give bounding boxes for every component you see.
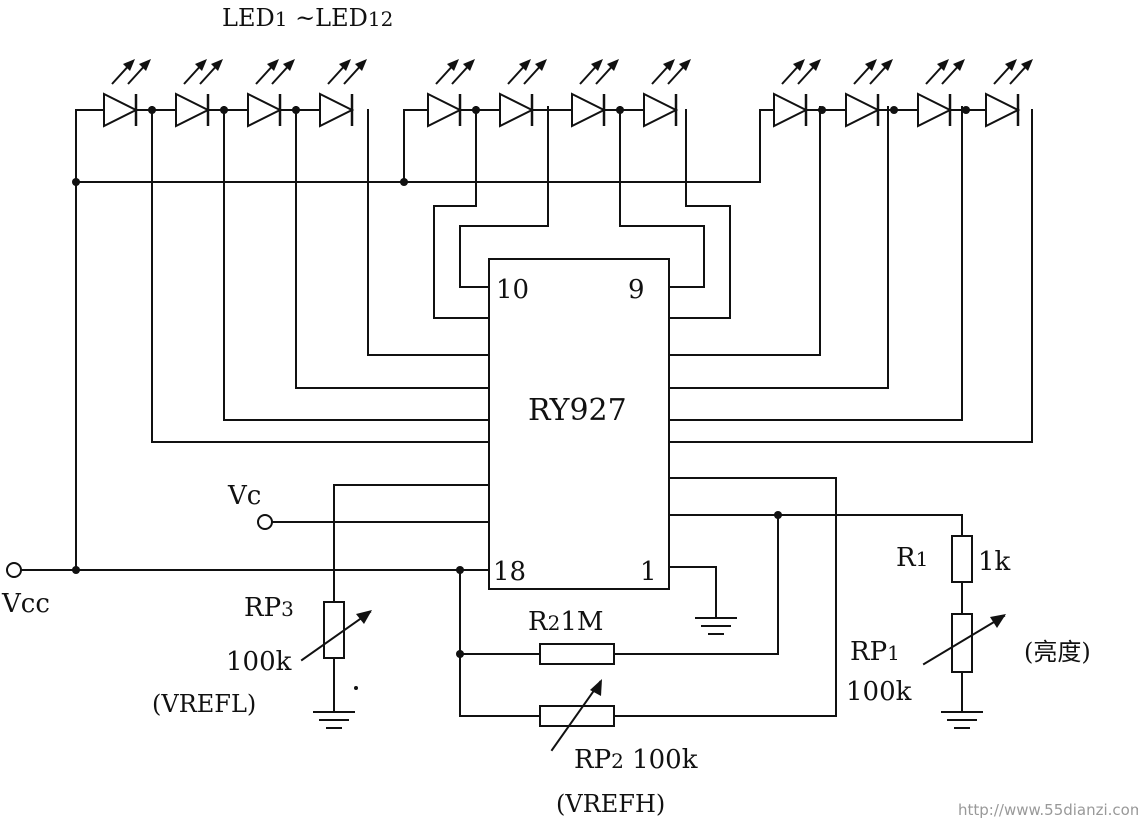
resistor-r1 xyxy=(951,535,973,583)
led-range-label: LED1 ~LED12 xyxy=(222,4,393,32)
led-diode xyxy=(643,59,691,128)
r1-value: 1k xyxy=(978,547,1011,577)
rp1-adjust-arrow xyxy=(922,614,1006,666)
led-row xyxy=(103,59,1033,128)
led-row-wires xyxy=(75,109,775,571)
resistor-r2 xyxy=(539,643,615,665)
rp2-adjust-arrow xyxy=(550,680,602,752)
vc-terminal xyxy=(257,514,273,530)
led-diode xyxy=(175,59,223,128)
power-wires xyxy=(21,477,963,717)
vc-label: Vc xyxy=(227,481,261,511)
ic-pin-10: 10 xyxy=(496,275,529,305)
junctions xyxy=(72,178,782,690)
vcc-label: Vcc xyxy=(1,589,50,619)
vcc-terminal xyxy=(6,562,22,578)
ic-pin-1: 1 xyxy=(640,557,657,587)
rp1-arrowhead xyxy=(990,614,1006,628)
rp2-label: RP2 100k xyxy=(574,745,698,775)
rp3-func: (VREFL) xyxy=(152,690,256,718)
rp1-func: (亮度) xyxy=(1024,638,1091,666)
rp2-func: (VREFH) xyxy=(556,790,665,818)
led-node-dot xyxy=(890,106,898,114)
ic-ry927 xyxy=(488,258,670,590)
resistor-rp3 xyxy=(323,601,345,659)
led-diode xyxy=(845,59,893,128)
ground-rp1 xyxy=(941,711,983,729)
rp3-value: 100k xyxy=(226,647,292,677)
rp3-arrowhead xyxy=(356,610,372,624)
rp1-value: 100k xyxy=(846,677,912,707)
r2-label: R21M xyxy=(528,607,603,637)
ground-rp3 xyxy=(313,711,355,729)
led-diode xyxy=(499,59,547,128)
led-node-dot xyxy=(962,106,970,114)
resistor-rp1 xyxy=(951,613,973,673)
ic-name: RY927 xyxy=(528,393,627,428)
ground-pin1 xyxy=(695,617,737,635)
watermark: http://www.55dianzi.com xyxy=(958,801,1138,819)
led-diode xyxy=(103,59,151,128)
led-ic-wires xyxy=(151,106,1033,443)
led-diode xyxy=(427,59,475,128)
rp2-arrowhead xyxy=(590,679,602,696)
r1-label: R1 xyxy=(896,543,928,573)
led-diode xyxy=(571,59,619,128)
ic-pin-18: 18 xyxy=(493,557,526,587)
led-diode xyxy=(917,59,965,128)
rp1-label: RP1 xyxy=(850,637,900,667)
led-diode xyxy=(985,59,1033,128)
led-diode xyxy=(319,59,367,128)
rp3-adjust-arrow xyxy=(300,610,372,662)
rp3-label: RP3 xyxy=(244,593,294,623)
led-diode xyxy=(773,59,821,128)
ic-pin-9: 9 xyxy=(628,275,645,305)
led-diode xyxy=(247,59,295,128)
